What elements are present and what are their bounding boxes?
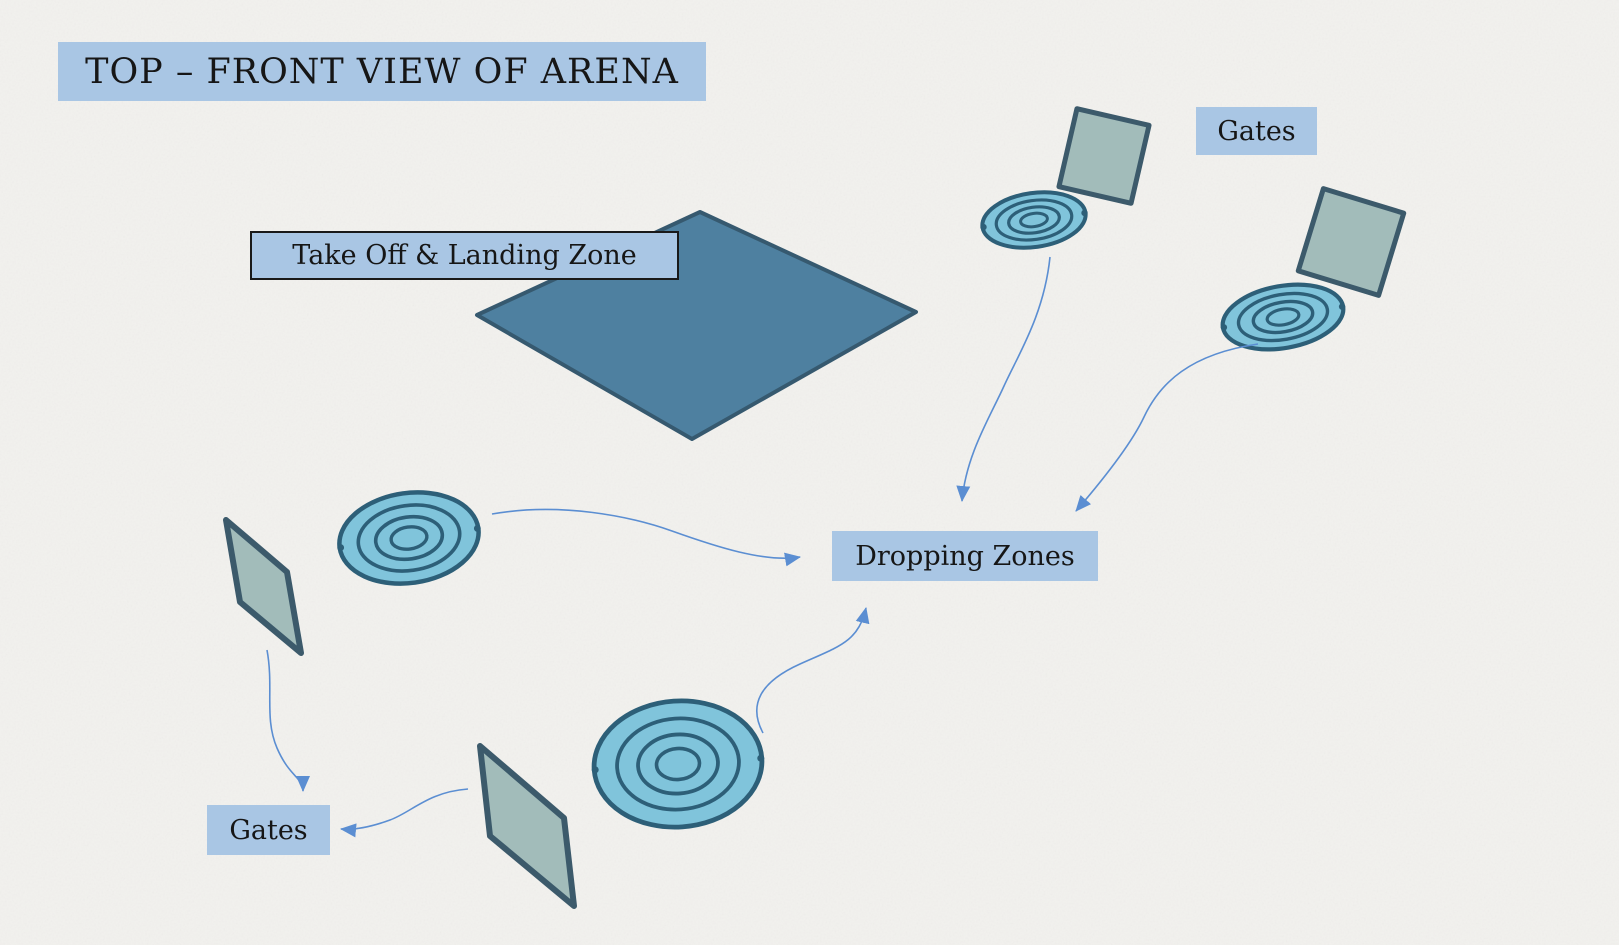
gates-label-bottom: Gates — [207, 805, 330, 855]
dropping-zone-disc-4 — [591, 698, 765, 830]
arrow-gate-to-gates-label-left — [340, 788, 469, 838]
arrow-disc3-to-dropping-zones — [491, 508, 801, 567]
gate-bottom-left-1-shape — [223, 517, 304, 656]
gates-label-top: Gates — [1196, 107, 1317, 155]
arrow-disc2-to-dropping-zones — [1075, 343, 1259, 512]
takeoff-landing-zone-label: Take Off & Landing Zone — [250, 231, 679, 280]
arrow-gate-to-gates-label-down — [266, 649, 310, 792]
dropping-zone-disc-2 — [1220, 282, 1346, 352]
dropping-zones-label: Dropping Zones — [832, 531, 1098, 581]
dropping-zone-disc-1 — [980, 190, 1088, 250]
page-title: TOP – FRONT VIEW OF ARENA — [58, 42, 706, 101]
arrow-disc4-to-dropping-zones — [755, 607, 870, 734]
arrow-disc1-to-dropping-zones — [956, 256, 1051, 502]
gate-bottom-left-2-shape — [477, 743, 577, 909]
dropping-zone-disc-3 — [337, 490, 481, 586]
gate-top-right-1-shape — [1056, 106, 1152, 206]
gate-top-right-2-shape — [1295, 186, 1407, 298]
